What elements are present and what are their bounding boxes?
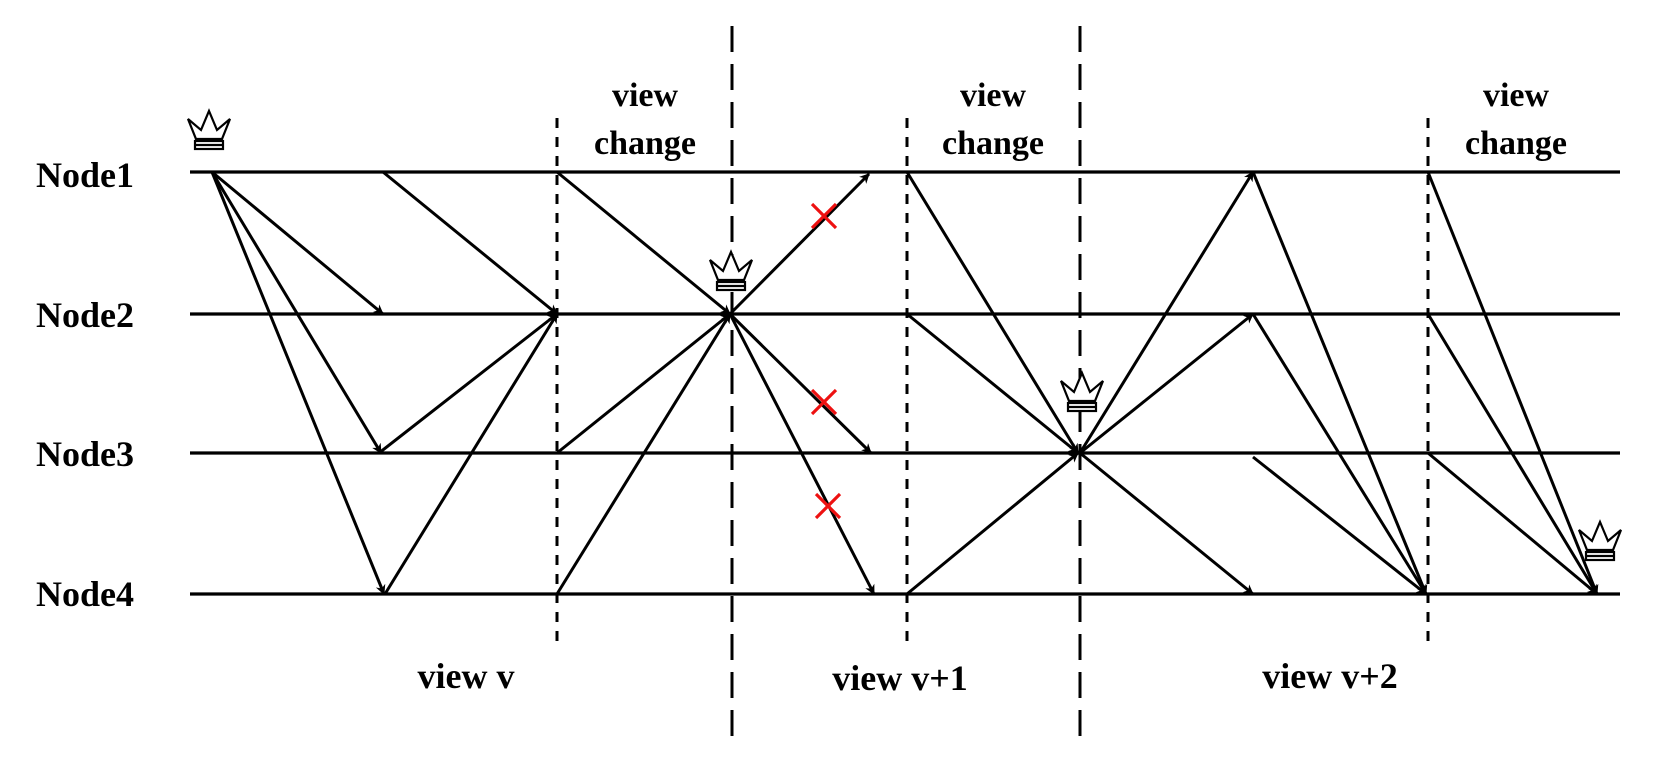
lost-message-cross-icon <box>810 388 838 416</box>
node-label-1: Node1 <box>36 155 134 195</box>
message-arrow <box>211 170 384 316</box>
svg-text:change: change <box>1465 125 1567 162</box>
node-label-3: Node3 <box>36 434 134 474</box>
view-label-v-plus-1: view v+1 <box>832 658 968 698</box>
svg-text:change: change <box>594 125 696 162</box>
messages-view-v-plus-1 <box>728 172 876 595</box>
node-label-4: Node4 <box>36 574 134 614</box>
view-change-label-1: view change <box>594 77 696 162</box>
messages-view-v-plus-2 <box>1078 171 1428 596</box>
message-arrow <box>1251 171 1428 595</box>
message-arrow <box>555 313 732 595</box>
svg-text:change: change <box>942 125 1044 162</box>
message-arrow <box>728 313 876 595</box>
message-arrow <box>1252 455 1427 596</box>
message-arrow <box>905 171 1080 454</box>
message-arrow <box>382 170 558 316</box>
svg-text:view: view <box>1483 77 1550 114</box>
message-arrow <box>728 172 871 316</box>
lost-message-cross-icon <box>814 492 842 520</box>
view-label-v: view v <box>418 656 515 696</box>
message-arrow <box>728 312 873 455</box>
view-change-label-2: view change <box>942 77 1044 162</box>
leader-crown-icon <box>1059 370 1105 413</box>
message-arrow <box>906 312 1079 455</box>
leader-crown-icon <box>708 249 754 292</box>
message-arrow <box>210 171 386 595</box>
message-arrow <box>556 312 731 455</box>
message-arrow <box>1079 451 1254 596</box>
message-arrow <box>378 312 558 455</box>
svg-text:view: view <box>960 77 1027 114</box>
lost-message-cross-icon <box>810 202 838 230</box>
message-arrow <box>1251 313 1428 595</box>
messages-view-change-3 <box>1426 171 1599 596</box>
node-label-2: Node2 <box>36 295 134 335</box>
message-arrow <box>1426 171 1599 595</box>
message-arrow <box>383 313 559 595</box>
leader-crown-icon <box>1577 519 1623 562</box>
message-arrow <box>556 170 731 316</box>
messages-view-change-1 <box>555 170 732 595</box>
messages-view-change-2 <box>905 171 1080 596</box>
message-arrow <box>210 171 383 454</box>
view-change-label-3: view change <box>1465 77 1567 162</box>
message-arrow <box>1427 451 1598 596</box>
message-arrow <box>1079 312 1254 455</box>
message-arrow <box>1426 313 1599 595</box>
svg-text:view: view <box>612 77 679 114</box>
messages-view-v <box>210 170 559 595</box>
leader-crown-icon <box>186 108 232 151</box>
view-label-v-plus-2: view v+2 <box>1262 656 1398 696</box>
message-arrow <box>1078 171 1255 454</box>
message-arrow <box>906 451 1079 596</box>
